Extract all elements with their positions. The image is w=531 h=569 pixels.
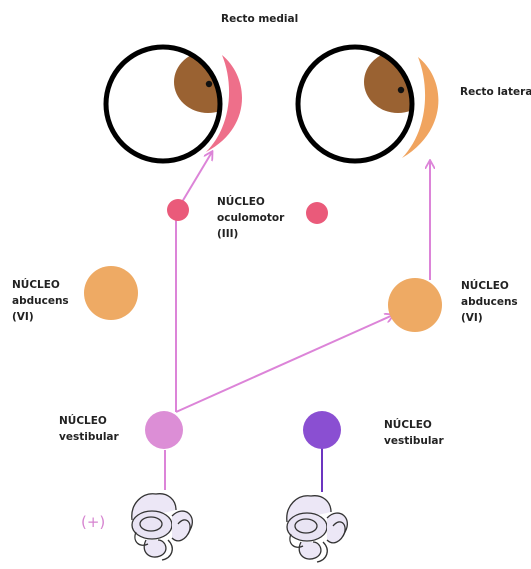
label-line: NÚCLEO xyxy=(384,419,432,431)
vestibular-right-label: NÚCLEO vestibular xyxy=(384,417,444,449)
label-line: oculomotor xyxy=(217,212,285,224)
label-line: (VI) xyxy=(461,312,483,324)
vestibular-to-abducens-path xyxy=(175,315,393,413)
label-line: NÚCLEO xyxy=(461,280,509,292)
medial-rectus-muscle xyxy=(206,55,243,152)
right-iris xyxy=(364,51,412,113)
right-pupil xyxy=(397,86,405,94)
excitation-sign: (+) xyxy=(81,513,106,531)
label-line: NÚCLEO xyxy=(12,279,60,291)
left-pupil xyxy=(205,80,213,88)
vestibular-nucleus-right xyxy=(303,411,341,449)
vestibular-nucleus-left xyxy=(145,411,183,449)
lateral-rectus-muscle xyxy=(402,57,439,158)
label-line: (III) xyxy=(217,228,239,240)
abducens-nucleus-left xyxy=(84,266,138,320)
label-line: abducens xyxy=(461,296,518,308)
label-line: vestibular xyxy=(59,431,119,443)
medial-rectus-label: Recto medial xyxy=(221,13,299,25)
right-labyrinth-icon xyxy=(286,495,348,563)
label-line: (VI) xyxy=(12,311,34,323)
oculomotor-nucleus-label: NÚCLEO oculomotor (III) xyxy=(217,194,284,242)
label-line: abducens xyxy=(12,295,69,307)
label-line: vestibular xyxy=(384,435,444,447)
vestibular-left-label: NÚCLEO vestibular xyxy=(59,413,119,445)
label-line: NÚCLEO xyxy=(59,415,107,427)
abducens-nucleus-right xyxy=(388,278,442,332)
right-eye xyxy=(295,44,439,164)
oculomotor-nucleus-left xyxy=(167,199,189,221)
abducens-right-label: NÚCLEO abducens (VI) xyxy=(461,278,518,326)
left-eye xyxy=(103,44,243,164)
label-line: NÚCLEO xyxy=(217,196,265,208)
left-labyrinth-icon xyxy=(131,493,193,561)
lateral-rectus-label: Recto lateral xyxy=(460,86,531,98)
oculomotor-nucleus-right xyxy=(306,202,328,224)
abducens-left-label: NÚCLEO abducens (VI) xyxy=(12,277,69,325)
